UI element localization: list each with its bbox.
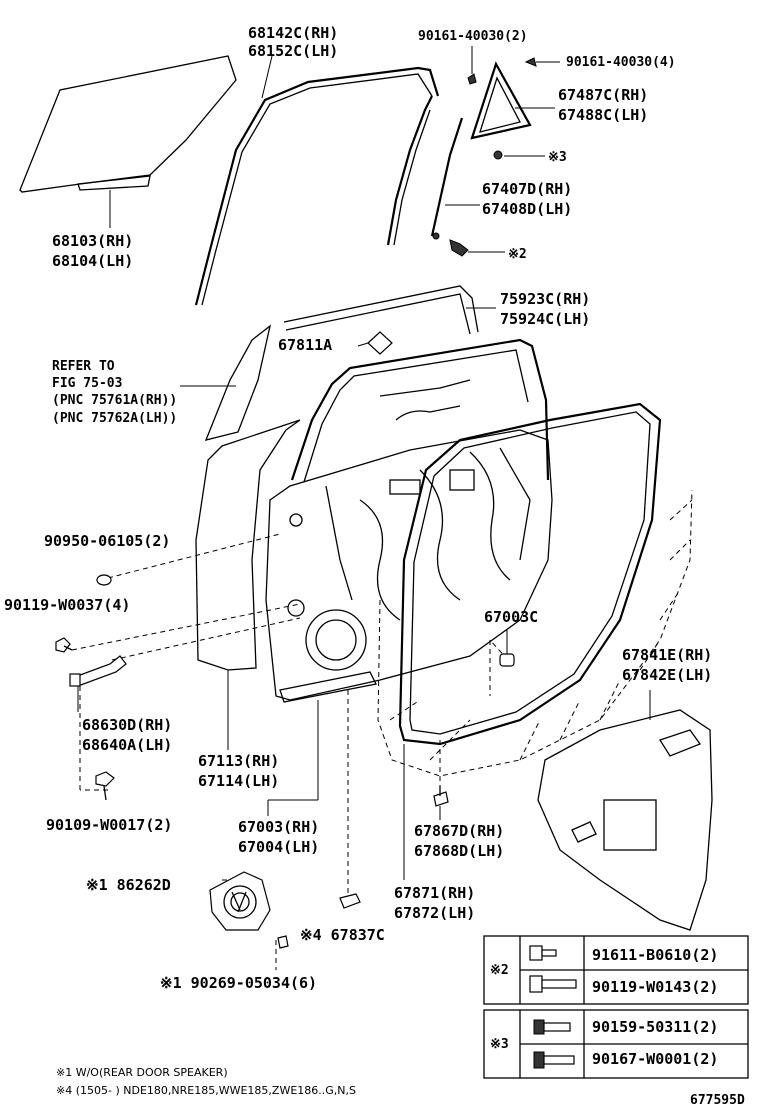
wstrip-clip-rh-label: 67867D(RH) <box>414 822 504 840</box>
wstrip-lh-label: 67872(LH) <box>394 904 475 922</box>
glass-lh-label: 68104(LH) <box>52 252 133 270</box>
refer-line4: (PNC 75762A(LH)) <box>52 411 177 426</box>
door-glass <box>19 55 237 228</box>
weatherstrip-clip-icon <box>433 786 449 820</box>
door-outer-panel <box>195 419 301 750</box>
door-weatherstrip <box>398 402 662 880</box>
legend-group3-mark: ※3 <box>490 1037 509 1052</box>
legend-group2-part2: 90119-W0143(2) <box>592 978 718 996</box>
refer-line2: FIG 75-03 <box>52 376 122 391</box>
mark2-label: ※2 <box>508 247 527 262</box>
weatherstrip-guide-outline <box>377 489 693 777</box>
seal-lh-label: 67842E(LH) <box>622 666 712 684</box>
protector-icon <box>339 893 361 909</box>
door-weatherstrip-upper <box>283 285 496 335</box>
quarter-window-frame <box>470 61 555 160</box>
seal-rh-label: 67841E(RH) <box>622 646 712 664</box>
cushion-label: 67811A <box>278 336 332 354</box>
diagram-id: 677595D <box>690 1093 745 1108</box>
note-line2: ※4 (1505- ) NDE180,NRE185,WWE185,ZWE186.… <box>56 1084 356 1097</box>
screw-icon <box>467 46 560 157</box>
part-labels: 68142C(RH) 68152C(LH) 90161-40030(2) 901… <box>4 24 712 992</box>
speaker-screw-label: ※1 90269-05034(6) <box>160 974 317 992</box>
runchannel-lh-label: 67408D(LH) <box>482 200 572 218</box>
hole-plug <box>96 574 112 586</box>
hex-bolt-icon <box>55 637 73 653</box>
clip-icon <box>499 630 515 667</box>
protector-label: ※4 67837C <box>300 926 385 944</box>
refer-line3: (PNC 75761A(RH)) <box>52 393 177 408</box>
speaker <box>209 871 271 931</box>
service-hole-cover <box>537 690 713 931</box>
note-line1: ※1 W/O(REAR DOOR SPEAKER) <box>56 1066 228 1079</box>
speaker-screw-icon <box>277 935 289 949</box>
legend-group2-mark: ※2 <box>490 963 509 978</box>
bolt-icon <box>432 232 505 257</box>
bolt-lower-icon <box>95 771 115 801</box>
refer-line1: REFER TO <box>52 359 115 374</box>
speaker-label: ※1 86262D <box>86 876 171 894</box>
door-check <box>69 655 127 712</box>
quarter-lh-label: 67488C(LH) <box>558 106 648 124</box>
bolt-a-label: 90119-W0037(4) <box>4 596 130 614</box>
mark3-label: ※3 <box>548 150 567 165</box>
glass-run-channel-outer <box>194 55 440 306</box>
weather-lh-label: 75924C(LH) <box>500 310 590 328</box>
run-channel <box>386 95 480 246</box>
weather-rh-label: 75923C(RH) <box>500 290 590 308</box>
panel-lh-label: 67114(LH) <box>198 772 279 790</box>
runchannel-rh-label: 67407D(RH) <box>482 180 572 198</box>
plug-label: 90950-06105(2) <box>44 532 170 550</box>
door-rh-label: 67003(RH) <box>238 818 319 836</box>
fastener-legend-table: ※2 91611-B0610(2) 90119-W0143(2) ※3 9015… <box>483 935 749 1079</box>
check-rh-label: 68630D(RH) <box>82 716 172 734</box>
wstrip-rh-label: 67871(RH) <box>394 884 475 902</box>
wstrip-clip-lh-label: 67868D(LH) <box>414 842 504 860</box>
quarter-rh-label: 67487C(RH) <box>558 86 648 104</box>
quarter-garnish <box>180 324 272 441</box>
panel-rh-label: 67113(RH) <box>198 752 279 770</box>
clip-label: 67003C <box>484 608 538 626</box>
bolt-b-label: 90109-W0017(2) <box>46 816 172 834</box>
legend-group2-part1: 91611-B0610(2) <box>592 946 718 964</box>
legend-group3-part1: 90159-50311(2) <box>592 1018 718 1036</box>
check-lh-label: 68640A(LH) <box>82 736 172 754</box>
legend-group3-part2: 90167-W0001(2) <box>592 1050 718 1068</box>
belt-rh-label: 68142C(RH) <box>248 24 338 42</box>
screw-b-label: 90161-40030(4) <box>566 55 676 70</box>
door-inner-frame <box>265 338 553 816</box>
door-lh-label: 67004(LH) <box>238 838 319 856</box>
belt-lh-label: 68152C(LH) <box>248 42 338 60</box>
cushion-pad <box>357 331 393 355</box>
dashed-leader-lines <box>71 533 509 970</box>
screw-a-label: 90161-40030(2) <box>418 29 528 44</box>
glass-rh-label: 68103(RH) <box>52 232 133 250</box>
